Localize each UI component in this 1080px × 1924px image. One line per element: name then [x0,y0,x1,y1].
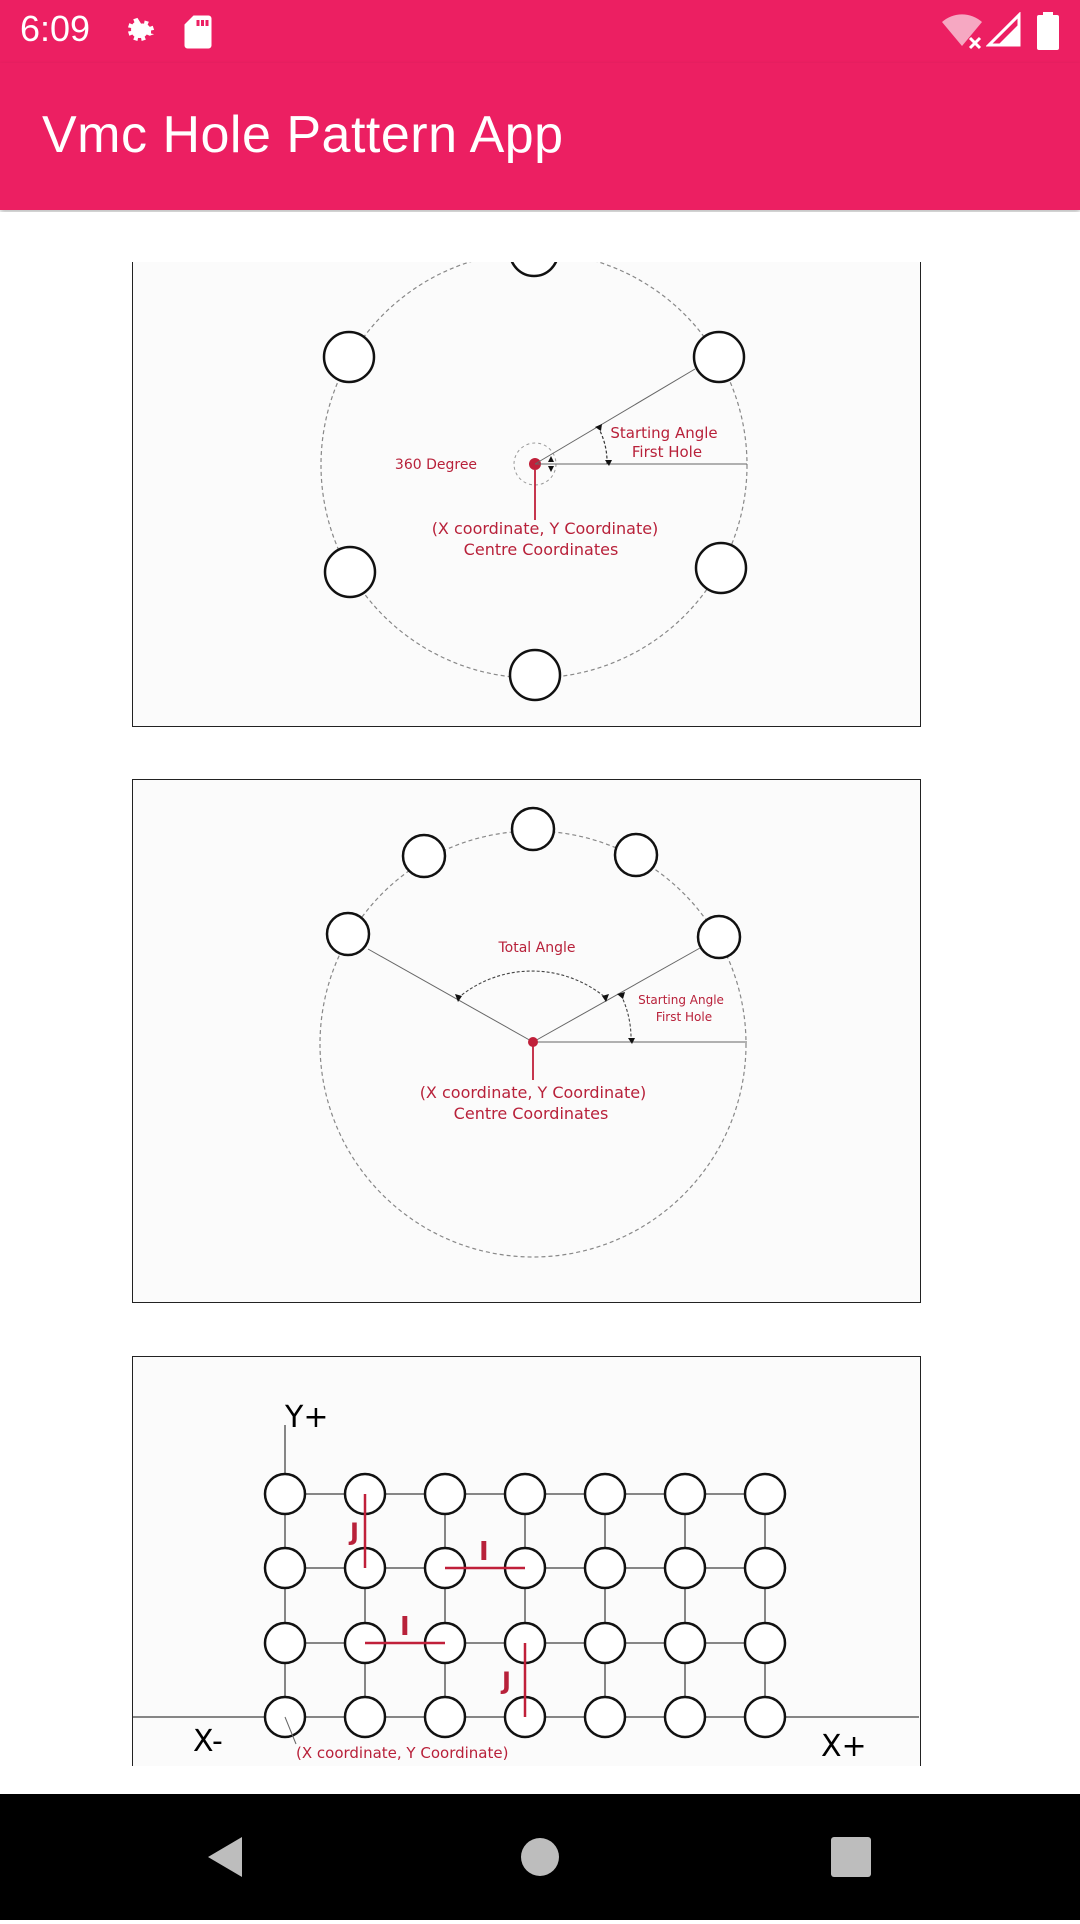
status-time: 6:09 [20,8,91,49]
hole [263,1472,307,1516]
home-button[interactable] [470,1794,610,1920]
hole [743,1546,787,1590]
hole [692,330,746,384]
hole [613,832,659,878]
hole [663,1546,707,1590]
hole [583,1546,627,1590]
coordinates-label: (X coordinate, Y Coordinate) [432,519,659,538]
hole [401,833,447,879]
app-bar: Vmc Hole Pattern App [0,63,1080,210]
recents-button[interactable] [781,1794,921,1920]
first-hole-label: First Hole [632,443,702,461]
j-label: J [348,1518,359,1546]
centre-point [528,1037,538,1047]
hole [263,1546,307,1590]
app-title: Vmc Hole Pattern App [42,106,564,164]
hole [325,911,371,957]
settings-icon [128,17,155,41]
hole [694,541,748,595]
j-label: J [500,1667,511,1695]
hole [663,1621,707,1665]
home-icon [521,1838,559,1876]
hole [696,914,742,960]
hole [322,330,376,384]
grid-pattern-diagram: J I I J Y+ X- X+ (X coordinate, Y Coordi… [132,1356,921,1766]
hole [663,1695,707,1739]
hole [508,648,562,702]
i-label: I [479,1537,489,1567]
i-label: I [400,1612,410,1642]
status-bar: 6:09 [0,0,1080,63]
first-hole-label: First Hole [656,1010,712,1024]
hole [323,545,377,599]
back-button[interactable] [156,1794,296,1920]
pitch-circle [320,262,748,679]
coordinates-label: (X coordinate, Y Coordinate) [296,1744,508,1762]
hole [743,1695,787,1739]
centre-coordinates-label: Centre Coordinates [454,1104,609,1123]
navigation-bar [0,1794,1080,1920]
hole [423,1472,467,1516]
hole [743,1472,787,1516]
recents-icon [831,1837,871,1877]
hole [583,1695,627,1739]
starting-angle-label: Starting Angle [638,993,724,1007]
partial-arc-pattern-diagram: Total Angle Starting Angle First Hole (X… [132,779,921,1303]
cellular-signal-icon [986,12,1021,47]
x-minus-label: X- [193,1724,223,1759]
battery-icon [1037,12,1059,50]
total-angle-label: Total Angle [498,940,576,956]
hole [423,1695,467,1739]
hole [583,1472,627,1516]
hole [503,1472,547,1516]
y-plus-label: Y+ [284,1400,328,1435]
hole [583,1621,627,1665]
wifi-off-icon [942,14,982,50]
starting-angle-label: Starting Angle [610,424,717,442]
centre-coordinates-label: Centre Coordinates [464,540,619,559]
back-icon [208,1837,242,1877]
x-plus-label: X+ [821,1729,867,1764]
hole [343,1695,387,1739]
full-circle-pattern-diagram: 360 Degree Starting Angle First Hole (X … [132,262,921,727]
sd-card-icon [184,15,212,49]
diagram-list[interactable]: 360 Degree Starting Angle First Hole (X … [0,212,1080,1766]
coordinates-label: (X coordinate, Y Coordinate) [420,1083,647,1102]
hole [663,1472,707,1516]
hole [510,806,556,852]
hole [510,262,558,278]
hole [263,1621,307,1665]
degree-label: 360 Degree [395,457,477,473]
hole [743,1621,787,1665]
